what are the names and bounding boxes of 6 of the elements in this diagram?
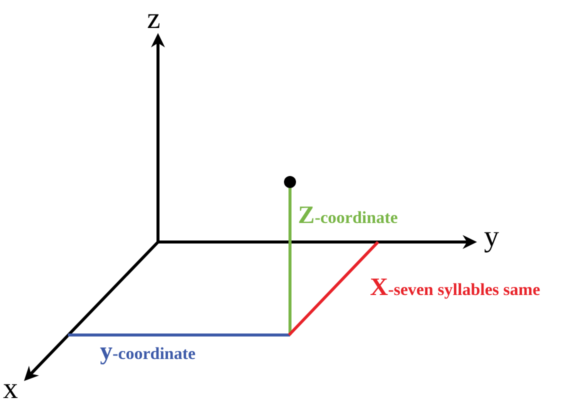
z-coordinate-label: Z-coordinate bbox=[298, 203, 398, 228]
axis-label: x bbox=[3, 374, 18, 404]
y-coordinate-label: y-coordinate bbox=[100, 339, 196, 364]
x-coordinate-label: X-seven syllables same bbox=[370, 275, 540, 300]
axis-label: y bbox=[484, 222, 499, 252]
axis-label: z bbox=[147, 4, 160, 34]
